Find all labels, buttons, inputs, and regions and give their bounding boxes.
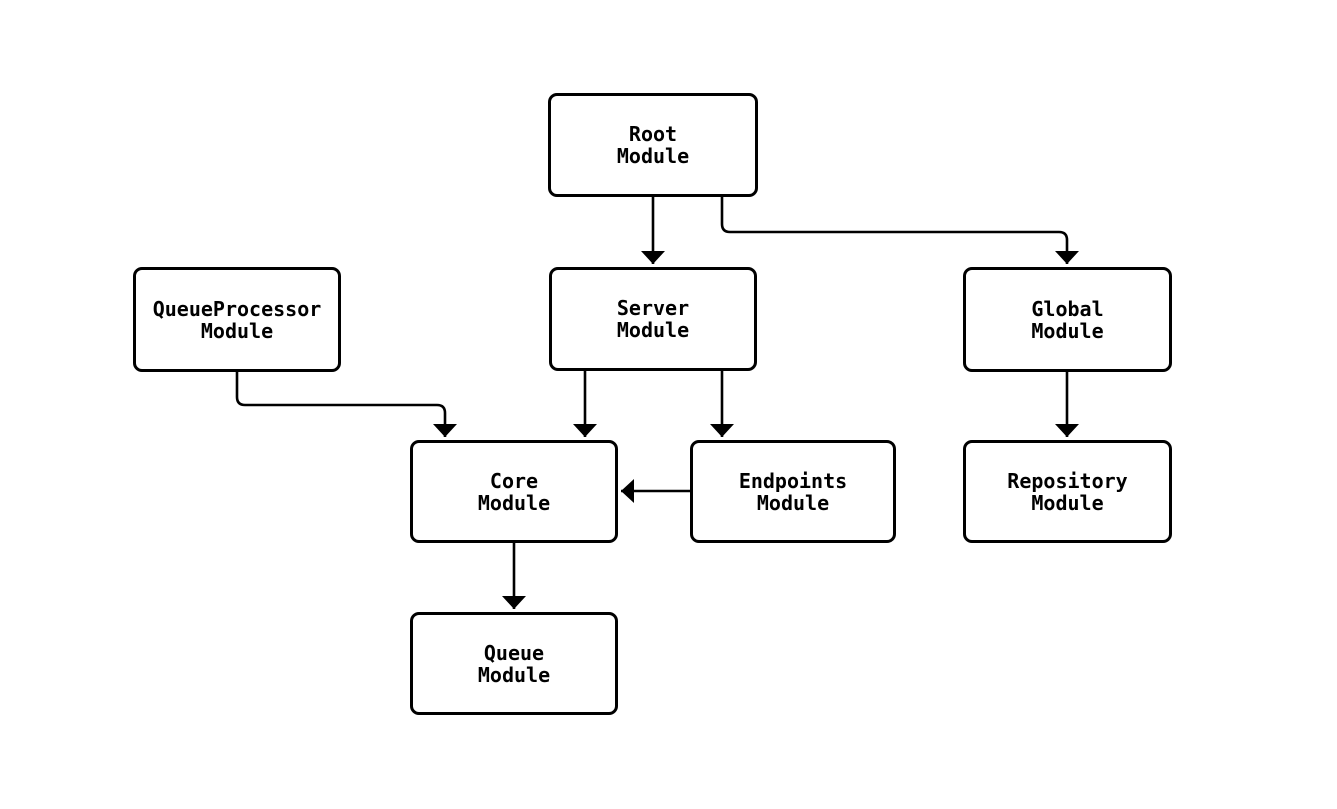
node-global-module: Global Module	[963, 267, 1172, 372]
node-core-module: Core Module	[410, 440, 618, 543]
node-queue-module-suffix: Module	[477, 662, 551, 687]
node-queueprocessor-module-suffix: Module	[200, 318, 274, 343]
node-global-module-suffix: Module	[1031, 318, 1104, 343]
node-queue-module: Queue Module	[410, 612, 618, 715]
node-queue-module-name: Queue	[483, 640, 545, 665]
node-core-module-suffix: Module	[477, 490, 551, 515]
node-server-module-suffix: Module	[616, 318, 690, 342]
node-repository-module-suffix: Module	[1031, 490, 1104, 515]
node-endpoints-module-name: Endpoints	[738, 468, 848, 493]
node-server-module-name: Server	[616, 296, 690, 320]
edge-root-to-global	[720, 197, 1079, 264]
node-core-module-name: Core	[489, 468, 539, 493]
node-endpoints-module: Endpoints Module	[690, 440, 896, 543]
node-server-module: Server Module	[549, 267, 757, 371]
node-repository-module-name: Repository	[1007, 468, 1128, 493]
node-repository-module: Repository Module	[963, 440, 1172, 543]
node-endpoints-module-suffix: Module	[756, 490, 830, 515]
node-global-module-name: Global	[1031, 296, 1104, 321]
node-queueprocessor-module-name: QueueProcessor	[152, 296, 322, 321]
node-root-module: Root Module	[548, 93, 758, 197]
node-queueprocessor-module: QueueProcessor Module	[133, 267, 341, 372]
node-root-module-name: Root	[628, 122, 678, 146]
node-root-module-suffix: Module	[616, 144, 690, 168]
edge-queueprocessor-to-core	[235, 372, 457, 437]
